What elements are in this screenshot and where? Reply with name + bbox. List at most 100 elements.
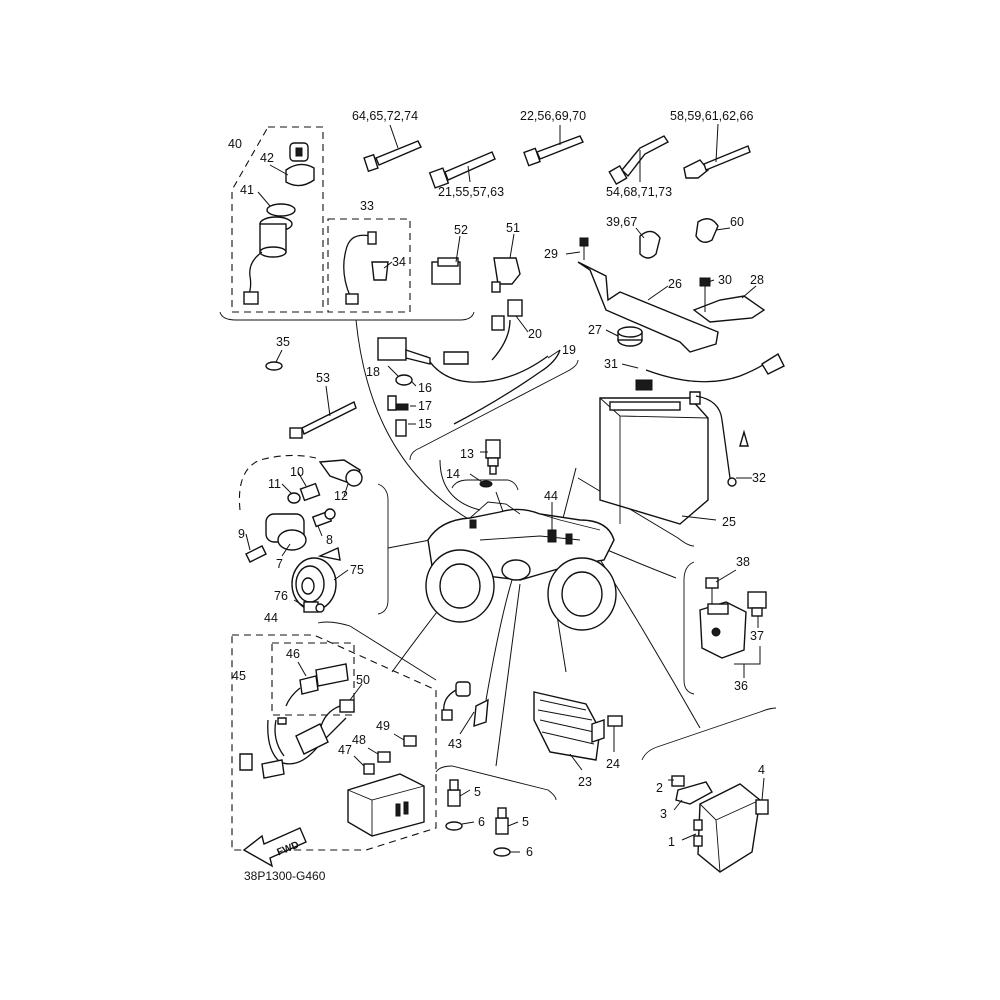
washer-11 — [281, 483, 301, 504]
callout-6a: 6 — [478, 815, 485, 829]
sensor-5a — [447, 779, 471, 807]
connector-20 — [491, 299, 529, 333]
callout-45: 45 — [232, 669, 246, 683]
sub-harness-wiring — [239, 717, 347, 779]
cable-tie-21 — [428, 151, 496, 189]
switch-43 — [441, 681, 489, 735]
leader-ignition-to-vehicle — [355, 319, 471, 521]
cable-tie-64 — [363, 124, 422, 173]
callout-29: 29 — [544, 247, 558, 261]
bolt-29 — [565, 237, 589, 260]
washer-6a — [445, 821, 475, 831]
callout-21: 21,55,57,63 — [438, 185, 504, 199]
bracket-cdi — [641, 707, 777, 761]
callout-11: 11 — [268, 477, 281, 491]
leader-sensors-to-vehicle — [495, 583, 521, 767]
cable-tie-22 — [523, 125, 584, 167]
callout-42: 42 — [260, 151, 274, 165]
bolt-10 — [297, 471, 321, 502]
bolt-17 — [387, 395, 416, 411]
callout-7: 7 — [276, 557, 283, 571]
callout-3: 3 — [660, 807, 667, 821]
callout-43: 43 — [448, 737, 462, 751]
wire-harness-19 — [425, 319, 561, 425]
callout-24: 24 — [606, 757, 620, 771]
cable-tie-58 — [683, 123, 751, 179]
fuse-37 — [747, 591, 767, 628]
bolt-2 — [668, 775, 685, 787]
sensor-13 — [480, 439, 501, 475]
cap-12 — [318, 459, 363, 497]
bolt-76 — [293, 599, 325, 613]
figure-code: 38P1300-G460 — [244, 869, 326, 883]
callout-60: 60 — [730, 215, 744, 229]
callout-14: 14 — [446, 467, 460, 481]
callout-30: 30 — [718, 273, 732, 287]
leader-harness-to-vehicle — [439, 459, 481, 511]
atv-vehicle-outline — [425, 501, 617, 631]
washer-6b — [493, 847, 520, 857]
callout-25: 25 — [722, 515, 736, 529]
fwd-arrow-icon: FWD — [242, 827, 307, 868]
battery-25 — [599, 379, 717, 525]
callout-20: 20 — [528, 327, 542, 341]
callout-64: 64,65,72,74 — [352, 109, 418, 123]
callout-13: 13 — [460, 447, 474, 461]
callout-47: 47 — [338, 743, 352, 757]
callout-52: 52 — [454, 223, 468, 237]
sensor-5b — [495, 807, 519, 835]
callout-17: 17 — [418, 399, 432, 413]
bracket-sensor-13 — [451, 479, 519, 491]
callout-16: 16 — [418, 381, 432, 395]
callout-32: 32 — [752, 471, 766, 485]
callout-5b: 5 — [522, 815, 529, 829]
callout-27: 27 — [588, 323, 602, 337]
callout-23: 23 — [578, 775, 592, 789]
cable-tie-54 — [608, 135, 670, 186]
connector-50 — [319, 683, 363, 731]
callout-58: 58,59,61,62,66 — [670, 109, 753, 123]
callout-49: 49 — [376, 719, 390, 733]
callout-39: 39,67 — [606, 215, 637, 229]
callout-4: 4 — [758, 763, 765, 777]
bolt-15 — [395, 419, 416, 437]
group-box-33 — [327, 218, 411, 313]
bracket-horn — [377, 483, 389, 615]
band-53 — [289, 385, 357, 439]
washer-16 — [395, 374, 417, 387]
relay-51 — [491, 233, 521, 293]
group-box-44 — [231, 634, 437, 851]
callout-46: 46 — [286, 647, 300, 661]
bolt-38 — [705, 569, 737, 604]
callout-15: 15 — [418, 417, 432, 431]
bracket-battery — [577, 477, 695, 547]
callout-34: 34 — [392, 255, 406, 269]
bracket-sub-harness — [317, 621, 437, 681]
clamp-39 — [635, 227, 661, 259]
rectifier-regulator-23 — [533, 691, 605, 771]
callout-10: 10 — [290, 465, 304, 479]
bracket-sensors — [435, 765, 557, 801]
callout-28: 28 — [750, 273, 764, 287]
callout-9: 9 — [238, 527, 245, 541]
callout-5a: 5 — [474, 785, 481, 799]
coupler-4 — [755, 777, 769, 815]
callout-8: 8 — [326, 533, 333, 547]
damper-27 — [605, 326, 643, 347]
coupler-18 — [377, 337, 469, 377]
clamp-60 — [695, 218, 731, 243]
callout-33: 33 — [360, 199, 374, 213]
callout-26: 26 — [668, 277, 682, 291]
callout-19: 19 — [562, 343, 576, 357]
callout-6b: 6 — [526, 845, 533, 859]
lead-33 — [343, 231, 393, 305]
cdi-unit-1 — [681, 783, 761, 873]
callout-22: 22,56,69,70 — [520, 109, 586, 123]
bolt-8 — [311, 508, 336, 537]
gasket-14 — [469, 473, 493, 488]
pin-9 — [245, 533, 267, 563]
key-42 — [269, 142, 315, 187]
bolt-30 — [699, 277, 715, 312]
callout-18: 18 — [366, 365, 380, 379]
